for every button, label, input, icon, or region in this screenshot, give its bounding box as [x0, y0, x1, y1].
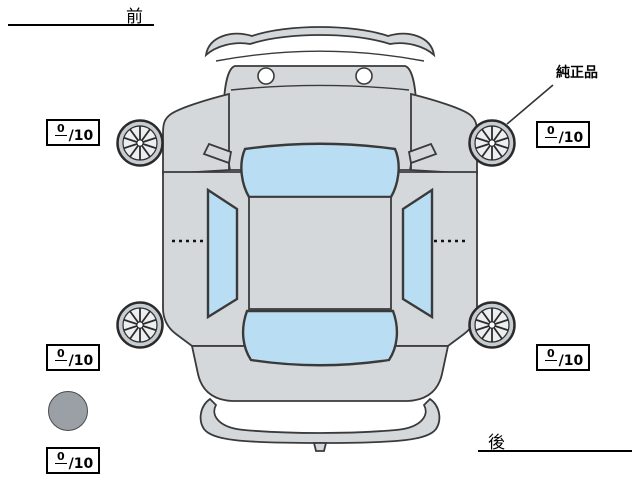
- score-max: /10: [558, 353, 584, 369]
- rear-label: 後: [488, 433, 506, 453]
- rear-label-rule: 後: [478, 428, 632, 453]
- score-value: 0: [55, 122, 67, 136]
- right-side-window-glass: [401, 187, 434, 320]
- front-right-fender: [410, 92, 478, 175]
- washer-nozzle-left-icon: [257, 67, 275, 85]
- front-label-rule: 前: [8, 2, 154, 27]
- score-value: 0: [545, 124, 557, 138]
- front-left-fender: [162, 92, 230, 175]
- spare-tire-circle-icon: [48, 391, 88, 431]
- tow-hook: [312, 442, 328, 452]
- rear-right-score-box: 0 /10: [536, 344, 590, 371]
- genuine-part-label: 純正品: [556, 65, 598, 81]
- rear-right-wheel-icon: [468, 301, 516, 349]
- spare-score-box: 0 /10: [46, 447, 100, 474]
- front-label: 前: [126, 7, 144, 27]
- left-mirror-icon: [202, 142, 233, 165]
- front-right-score-box: 0 /10: [536, 121, 590, 148]
- rear-left-wheel-icon: [116, 301, 164, 349]
- windshield-glass: [240, 142, 400, 199]
- front-left-wheel-icon: [116, 119, 164, 167]
- front-left-score-box: 0 /10: [46, 119, 100, 146]
- right-mirror-icon: [407, 142, 438, 165]
- rear-window-glass: [241, 309, 399, 367]
- genuine-part-leader-line: [506, 84, 554, 125]
- score-value: 0: [55, 347, 67, 361]
- washer-nozzle-right-icon: [355, 67, 373, 85]
- score-max: /10: [558, 130, 584, 146]
- front-bumper: [204, 26, 436, 58]
- score-max: /10: [68, 128, 94, 144]
- front-bumper-line: [215, 50, 425, 62]
- score-value: 0: [55, 450, 67, 464]
- score-max: /10: [68, 353, 94, 369]
- score-max: /10: [68, 456, 94, 472]
- left-side-window-glass: [206, 187, 239, 320]
- roof-panel: [248, 196, 392, 310]
- rear-bumper: [199, 397, 441, 444]
- score-value: 0: [545, 347, 557, 361]
- hood: [222, 65, 418, 171]
- front-right-wheel-icon: [468, 119, 516, 167]
- hood-crease-line: [230, 84, 410, 91]
- rear-left-score-box: 0 /10: [46, 344, 100, 371]
